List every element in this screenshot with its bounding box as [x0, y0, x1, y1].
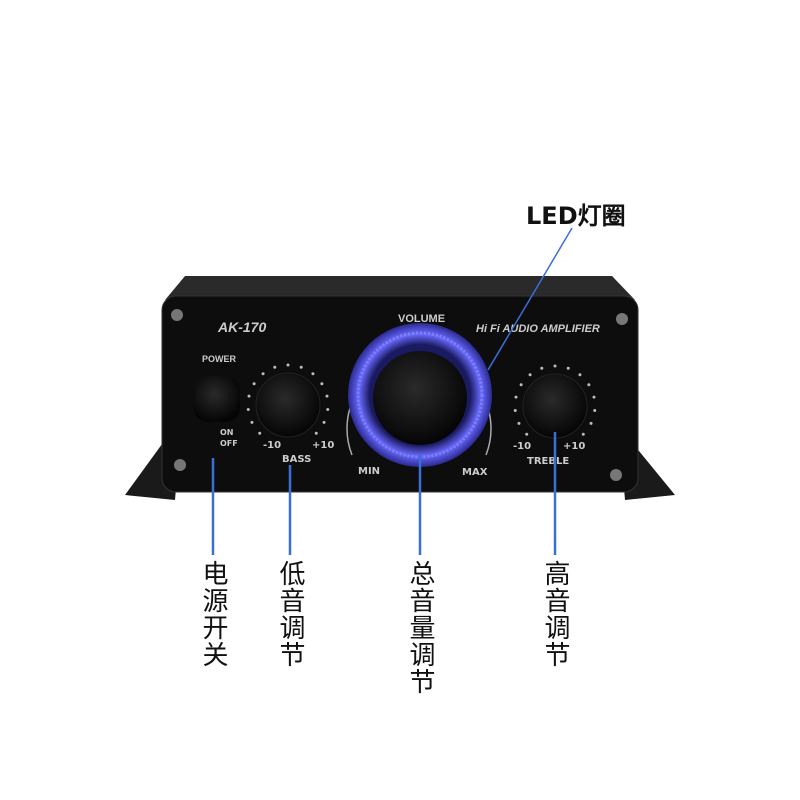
bass-control-callout: 低音调节 [275, 560, 305, 668]
scale-dot [252, 382, 256, 386]
scale-dot [261, 372, 265, 376]
volume-label: VOLUME [398, 313, 445, 325]
scale-dot [592, 395, 596, 399]
bass-label: BASS [282, 454, 311, 465]
scale-dot [246, 407, 250, 411]
scale-dot [286, 363, 290, 367]
power-off-label: OFF [220, 439, 238, 448]
scale-dot [566, 366, 570, 370]
scale-dot [519, 383, 523, 387]
treble-max-label: +10 [563, 441, 585, 452]
scale-dot [273, 365, 277, 369]
top-lid [165, 276, 635, 300]
treble-min-label: -10 [513, 441, 531, 452]
treble-label: TREBLE [527, 456, 569, 467]
screw-icon [616, 313, 628, 325]
volume-knob[interactable] [373, 351, 467, 445]
scale-dot [247, 394, 251, 398]
scale-dot [513, 408, 517, 412]
treble-dots [513, 364, 597, 436]
brand-text: Hi Fi AUDIO AMPLIFIER [476, 323, 600, 335]
scale-dot [540, 366, 544, 370]
scale-dot [326, 407, 330, 411]
scale-dot [320, 382, 324, 386]
power-switch-callout: 电源开关 [198, 560, 228, 668]
scale-dot [587, 383, 591, 387]
scale-dot [299, 365, 303, 369]
callout-line-led [487, 227, 573, 371]
volume-max-label: MAX [462, 467, 488, 478]
scale-dot [528, 373, 532, 377]
scale-dot [517, 421, 521, 425]
screw-icon [610, 469, 622, 481]
power-label: POWER [202, 354, 237, 364]
scale-dot [311, 372, 315, 376]
callout-lines [211, 227, 573, 555]
volume-control-callout: 总音量调节 [405, 560, 435, 695]
scale-dot [258, 431, 262, 435]
led-ring-callout: LED灯圈 [526, 202, 626, 230]
scale-dot [325, 394, 329, 398]
scale-dot [514, 395, 518, 399]
volume-min-label: MIN [358, 466, 380, 477]
screw-icon [174, 459, 186, 471]
scale-dot [589, 421, 593, 425]
power-button[interactable] [194, 376, 240, 422]
scale-dot [322, 420, 326, 424]
scale-dot [525, 432, 529, 436]
treble-control-callout: 高音调节 [540, 560, 570, 668]
treble-knob[interactable] [522, 373, 588, 439]
screw-icon [171, 309, 183, 321]
bass-knob[interactable] [255, 372, 321, 438]
scale-dot [593, 408, 597, 412]
bass-min-label: -10 [263, 440, 281, 451]
scale-dot [314, 431, 318, 435]
scale-dot [250, 420, 254, 424]
scale-dot [578, 373, 582, 377]
power-on-label: ON [220, 428, 234, 437]
scale-dot [553, 364, 557, 368]
bass-max-label: +10 [312, 440, 334, 451]
bass-dots [246, 363, 330, 435]
model-text: AK-170 [217, 319, 266, 335]
scale-dot [581, 432, 585, 436]
